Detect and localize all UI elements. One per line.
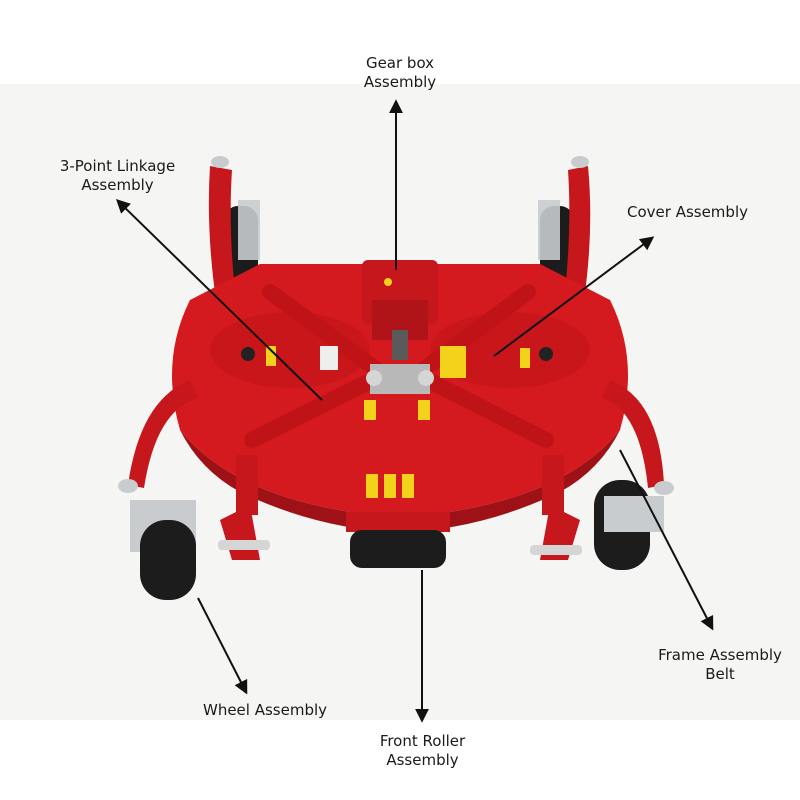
- gearbox: [362, 260, 438, 360]
- label-3-point-linkage-assembly: 3-Point Linkage Assembly: [40, 157, 195, 195]
- mower-deck-illustration: [118, 156, 674, 600]
- frame-arrow: [619, 449, 714, 631]
- cover-arrow: [493, 236, 655, 357]
- rear-right-wheel: [538, 200, 574, 282]
- callout-arrows: [115, 99, 714, 723]
- label-frame-assembly-belt: Frame Assembly Belt: [640, 646, 800, 684]
- label-line: Frame Assembly: [658, 646, 782, 664]
- label-line: Front Roller: [379, 732, 466, 750]
- label-line: Cover Assembly: [627, 203, 748, 221]
- linkage-arrow: [115, 199, 323, 401]
- linkage-bars: [244, 284, 554, 448]
- label-line: Assembly: [363, 73, 437, 91]
- label-line: Gear box: [365, 54, 435, 72]
- front-right-wheel: [594, 480, 674, 570]
- label-line: Assembly: [386, 751, 459, 769]
- label-line: 3-Point Linkage: [59, 157, 176, 175]
- safety-decals: [266, 346, 530, 498]
- label-line: Wheel Assembly: [202, 701, 328, 719]
- front-roller: [346, 512, 450, 568]
- label-gearbox-assembly: Gear box Assembly: [330, 54, 470, 92]
- label-cover-assembly: Cover Assembly: [605, 203, 770, 222]
- front-left-wheel: [118, 479, 196, 600]
- label-line: Assembly: [81, 176, 154, 194]
- wheel-arrow: [197, 597, 248, 695]
- label-line: Belt: [705, 665, 735, 683]
- label-wheel-assembly: Wheel Assembly: [190, 701, 340, 720]
- label-front-roller-assembly: Front Roller Assembly: [350, 732, 495, 770]
